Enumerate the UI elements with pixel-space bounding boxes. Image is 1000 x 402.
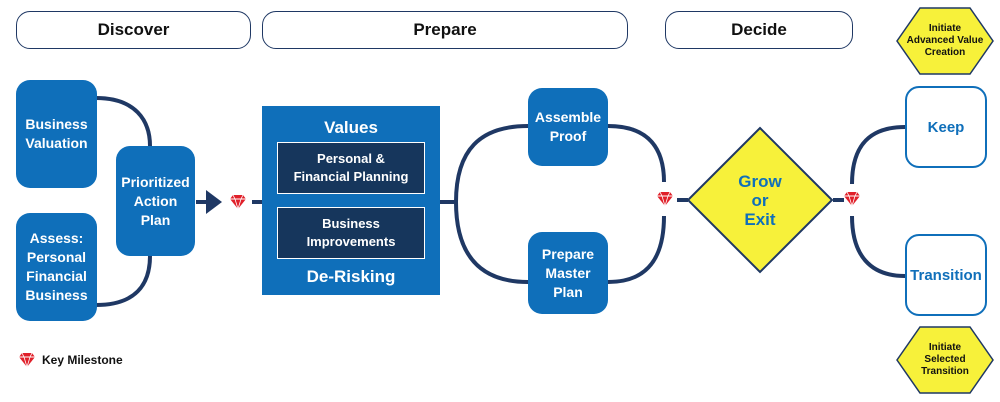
legend: Key Milestone (18, 352, 123, 368)
connector-valuation-to-plan (95, 96, 152, 147)
connector-to-master (454, 201, 529, 284)
initiate-selected-hexagon (896, 326, 994, 394)
transition-box: Transition (905, 234, 987, 316)
arrow-head-icon (206, 190, 222, 214)
initiate-advanced-hexagon (896, 7, 994, 75)
grow-or-exit-label: Grow or Exit (738, 171, 782, 229)
phase-header-prepare: Prepare (262, 11, 628, 49)
de-risking-label: De-Risking (306, 267, 396, 286)
gem-icon (19, 352, 35, 368)
connector-assemble-to-milestone (607, 124, 666, 183)
values-title: Values (324, 118, 378, 137)
business-valuation-box: Business Valuation (16, 80, 97, 188)
prioritized-action-plan-box: Prioritized Action Plan (116, 146, 195, 256)
phase-header-discover: Discover (16, 11, 251, 49)
connector-to-assemble (454, 124, 529, 203)
gem-icon (844, 191, 860, 207)
connector-assess-to-plan (95, 255, 152, 307)
connector-master-to-milestone (607, 215, 666, 284)
gem-icon (657, 191, 673, 207)
values-block: Values Personal & Financial Planning Bus… (262, 106, 440, 295)
prepare-master-plan-box: Prepare Master Plan (528, 232, 608, 314)
connector-to-keep (850, 125, 906, 185)
keep-box: Keep (905, 86, 987, 168)
assess-box: Assess: Personal Financial Business (16, 213, 97, 321)
business-improvements-box: Business Improvements (277, 207, 425, 259)
initiate-selected-label: Initiate Selected Transition (921, 342, 969, 377)
legend-label: Key Milestone (42, 353, 123, 367)
personal-financial-planning-box: Personal & Financial Planning (277, 142, 425, 194)
assemble-proof-box: Assemble Proof (528, 88, 608, 166)
grow-or-exit-diamond (686, 126, 834, 274)
connector-to-transition (850, 215, 906, 278)
phase-header-decide: Decide (665, 11, 853, 49)
gem-icon (230, 194, 246, 210)
initiate-advanced-label: Initiate Advanced Value Creation (906, 23, 984, 58)
